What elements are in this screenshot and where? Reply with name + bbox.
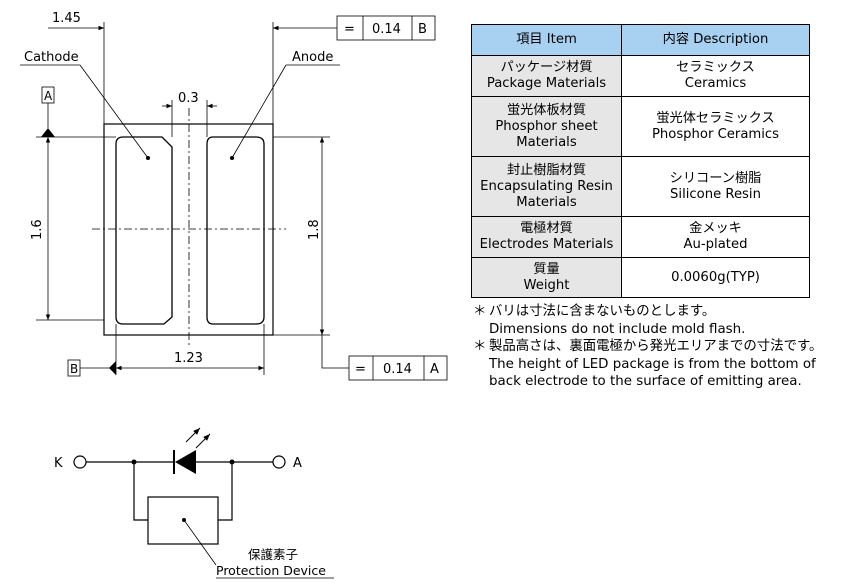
cathode-pad — [115, 136, 173, 325]
desc-jp: 蛍光体セラミックス — [656, 110, 775, 126]
header-item: 項目 Item — [471, 24, 622, 56]
header-description: 内容 Description — [621, 24, 810, 56]
item-en: Package Materials — [486, 76, 607, 91]
note-mark: ＊ — [473, 339, 487, 354]
cathode-label: Cathode — [24, 50, 79, 65]
dim-height-right-label: 1.8 — [307, 219, 322, 240]
protection-device-dot — [182, 518, 186, 522]
item-cell: 電極材質 Electrodes Materials — [471, 216, 622, 258]
dim-height-right-group — [273, 136, 349, 369]
description-cell: シリコーン樹脂 Silicone Resin — [621, 156, 810, 217]
note-en: The height of LED package is from the bo… — [489, 356, 816, 372]
desc-jp: セラミックス — [676, 60, 755, 75]
item-cell: 質量 Weight — [471, 257, 622, 298]
table-row: 封止樹脂材質 Encapsulating Resin Materials シリコ… — [471, 156, 810, 217]
desc-jp: 金メッキ — [689, 221, 742, 236]
item-en: Encapsulating Resin — [480, 178, 613, 194]
junction-dot-left — [131, 459, 137, 465]
protection-device-label-jp: 保護素子 — [248, 547, 298, 562]
item-jp: 電極材質 — [520, 221, 573, 236]
description-cell: 金メッキ Au-plated — [621, 216, 810, 258]
desc-en: Au-plated — [683, 237, 748, 252]
fcf-bottom-datum: A — [430, 362, 439, 377]
item-cell: パッケージ材質 Package Materials — [471, 55, 622, 97]
note-en: Dimensions do not include mold flash. — [489, 321, 746, 337]
item-jp: パッケージ材質 — [500, 60, 593, 75]
anode-dot — [230, 156, 234, 160]
dim-gap-group — [162, 100, 217, 137]
fcf-top-symbol: = — [344, 22, 355, 37]
dim-width-group — [48, 22, 337, 124]
dim-gap-label: 0.3 — [178, 91, 199, 106]
spec-table-header: 項目 Item 内容 Description — [471, 24, 810, 56]
item-en-2: Materials — [516, 194, 577, 210]
item-en: Electrodes Materials — [479, 237, 614, 252]
datum-a-label: A — [44, 89, 53, 103]
dim-height-label: 1.6 — [30, 219, 45, 240]
table-row: 蛍光体板材質 Phosphor sheet Materials 蛍光体セラミック… — [471, 96, 810, 157]
notes-block: ＊ バリは寸法に含まないものとします。 Dimensions do not in… — [473, 303, 822, 391]
description-cell: 蛍光体セラミックス Phosphor Ceramics — [621, 96, 810, 157]
table-row: 電極材質 Electrodes Materials 金メッキ Au-plated — [471, 216, 810, 258]
item-en: Phosphor sheet — [495, 118, 598, 134]
note-jp: バリは寸法に含まないものとします。 — [489, 304, 716, 319]
item-en-2: Materials — [516, 134, 577, 150]
datum-b-label: B — [70, 362, 78, 376]
fcf-top-datum: B — [418, 22, 427, 37]
datum-b — [67, 359, 116, 377]
table-row: 質量 Weight 0.0060g(TYP) — [471, 257, 810, 298]
note-item: ＊ バリは寸法に含まないものとします。 Dimensions do not in… — [473, 303, 822, 338]
item-cell: 蛍光体板材質 Phosphor sheet Materials — [471, 96, 622, 157]
dim-width-label: 1.45 — [52, 11, 81, 26]
desc-en: Ceramics — [684, 76, 747, 91]
note-mark: ＊ — [473, 304, 487, 319]
package-outline — [92, 108, 286, 345]
anode-label: Anode — [292, 50, 333, 65]
item-jp: 封止樹脂材質 — [506, 162, 587, 178]
protection-device-leader — [183, 519, 334, 579]
electrode-leaders — [20, 64, 340, 159]
table-row: パッケージ材質 Package Materials セラミックス Ceramic… — [471, 55, 810, 97]
description-cell: セラミックス Ceramics — [621, 55, 810, 97]
desc-jp: シリコーン樹脂 — [669, 170, 762, 186]
note-en-2: back electrode to the surface of emittin… — [489, 374, 802, 389]
spec-table: 項目 Item 内容 Description パッケージ材質 Package M… — [471, 24, 810, 298]
desc-en: Phosphor Ceramics — [651, 126, 780, 142]
light-emission-arrows-icon — [185, 427, 211, 449]
cathode-dot — [146, 156, 150, 160]
item-en: Weight — [523, 277, 570, 293]
dim-pad-width-label: 1.23 — [174, 351, 203, 366]
datum-a — [41, 86, 55, 137]
dim-pad-width-group — [80, 324, 265, 375]
a-terminal-label: A — [293, 456, 302, 471]
led-diode-symbol — [175, 450, 196, 474]
protection-device-label-en: Protection Device — [216, 563, 326, 578]
desc-value: 0.0060g(TYP) — [671, 269, 760, 285]
fcf-bottom-symbol: = — [355, 362, 366, 377]
desc-en: Silicone Resin — [670, 186, 761, 202]
item-jp: 蛍光体板材質 — [506, 102, 587, 118]
note-jp: 製品高さは、裏面電極から発光エリアまでの寸法です。 — [489, 339, 823, 354]
item-jp: 質量 — [533, 261, 560, 277]
fcf-bottom-value: 0.14 — [383, 362, 412, 377]
description-cell: 0.0060g(TYP) — [621, 257, 810, 298]
fcf-bottom — [348, 355, 448, 381]
fcf-top — [336, 15, 436, 41]
junction-dot-right — [229, 459, 235, 465]
fcf-top-value: 0.14 — [372, 22, 401, 37]
anode-pad — [206, 136, 265, 325]
note-item: ＊ 製品高さは、裏面電極から発光エリアまでの寸法です。 The height o… — [473, 338, 822, 391]
k-terminal-label: K — [54, 456, 63, 471]
item-cell: 封止樹脂材質 Encapsulating Resin Materials — [471, 156, 622, 217]
